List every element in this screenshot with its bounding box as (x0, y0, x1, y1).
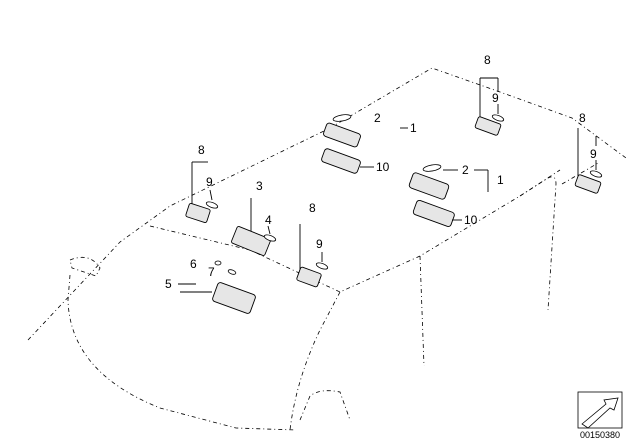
arrow-icon (581, 397, 619, 429)
document-badge: 00150380 (577, 391, 623, 440)
dome-light-right-center (408, 172, 450, 200)
part-group-top-right-8-9 (474, 77, 505, 136)
part-group-right-center-1-2-10 (408, 164, 489, 227)
reading-light-housing-far-right (574, 174, 602, 194)
callout-8: 8 (579, 111, 586, 125)
callout-2: 2 (462, 163, 469, 177)
bulb-small (227, 269, 237, 275)
callout-9: 9 (206, 175, 213, 189)
callout-10: 10 (376, 160, 390, 174)
document-number: 00150380 (580, 430, 620, 440)
dome-light-frame-right-center (412, 199, 455, 227)
part-group-left-8-9 (185, 161, 219, 223)
part-group-far-right-8-9 (574, 128, 603, 194)
reading-light-housing-left (185, 203, 211, 223)
reading-light-housing-mid (296, 266, 322, 288)
callout-7: 7 (208, 265, 215, 279)
dome-light-top-center (323, 122, 361, 148)
bulb-left (205, 201, 219, 209)
callout-4: 4 (265, 213, 272, 227)
callout-1: 1 (410, 121, 417, 135)
switch-small (214, 260, 222, 266)
callout-1: 1 (497, 173, 504, 187)
part-group-front-5-6-7 (178, 260, 256, 314)
bulb-far-right (589, 170, 603, 178)
part-group-mid-8-9 (296, 224, 329, 288)
part-group-top-center-1-2-10 (321, 114, 408, 174)
reading-light-housing-top-right (474, 116, 502, 136)
callout-8: 8 (484, 53, 491, 67)
callout-8: 8 (198, 143, 205, 157)
bulb-top-right (491, 114, 505, 122)
bulb-mid (315, 262, 329, 270)
callout-2: 2 (374, 111, 381, 125)
bulb-center (263, 234, 277, 242)
vehicle-outline (27, 67, 627, 431)
lens-top-center (332, 114, 352, 122)
callout-10: 10 (464, 213, 478, 227)
callout-8: 8 (309, 201, 316, 215)
dome-light-frame-top-center (321, 148, 361, 174)
lens-right-center (422, 164, 442, 172)
part-group-center-3-4 (231, 198, 277, 256)
callout-6: 6 (190, 257, 197, 271)
callout-9: 9 (492, 91, 499, 105)
callout-5: 5 (165, 277, 172, 291)
callout-9: 9 (590, 147, 597, 161)
interior-light-housing (231, 226, 271, 256)
callout-9: 9 (316, 237, 323, 251)
callout-3: 3 (256, 179, 263, 193)
front-light-console (212, 282, 256, 314)
